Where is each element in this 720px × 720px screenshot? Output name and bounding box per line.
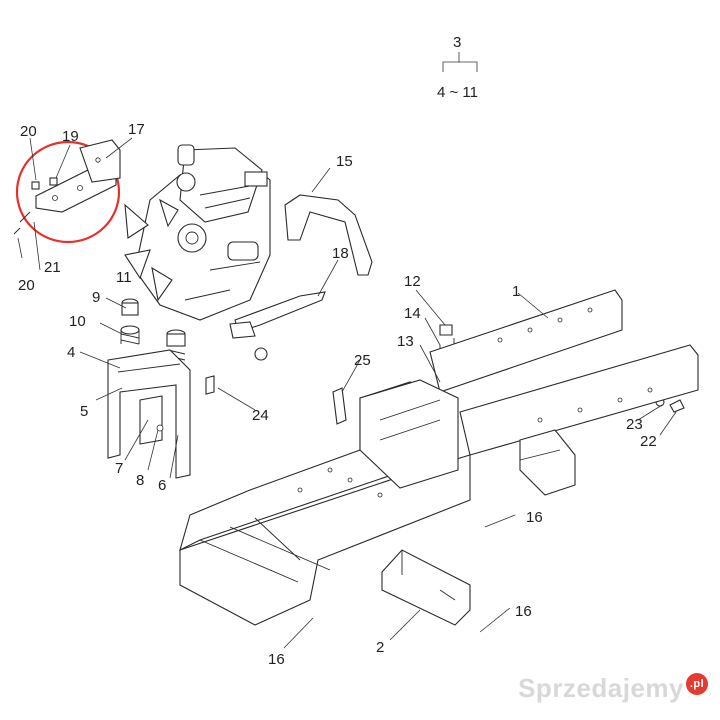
callout-7: 7 — [115, 460, 123, 477]
callout-10: 10 — [69, 313, 86, 330]
group-header-top: 3 — [453, 34, 461, 51]
cover-plate-2 — [381, 549, 471, 626]
watermark: Sprzedajemy.pl — [518, 673, 708, 704]
callout-8: 8 — [136, 472, 144, 489]
part-18 — [229, 291, 326, 339]
callout-16-right: 16 — [526, 509, 543, 526]
callout-11: 11 — [116, 269, 132, 286]
mount-parts — [120, 298, 268, 361]
callout-12: 12 — [404, 273, 421, 290]
callout-23: 23 — [626, 416, 643, 433]
callout-14: 14 — [404, 305, 421, 322]
watermark-text: Sprzedajemy — [518, 673, 684, 703]
callout-1: 1 — [512, 283, 520, 300]
chassis-frame — [179, 289, 699, 626]
callout-17: 17 — [128, 121, 145, 138]
callout-labels: 20 19 17 15 21 20 11 9 18 12 1 10 14 4 1… — [18, 121, 657, 668]
callout-24: 24 — [252, 407, 269, 424]
callout-15: 15 — [336, 153, 353, 170]
part-15 — [284, 194, 373, 276]
callout-13: 13 — [397, 333, 414, 350]
callout-20-top: 20 — [20, 123, 37, 140]
group-header-bottom: 4 ~ 11 — [437, 84, 478, 101]
mount-bracket — [107, 349, 191, 479]
callout-20-bottom: 20 — [18, 277, 35, 294]
callout-21: 21 — [44, 259, 61, 276]
callout-6: 6 — [158, 477, 166, 494]
group-header: 3 4 ~ 11 — [437, 34, 478, 101]
watermark-suffix: .pl — [686, 673, 708, 696]
callout-5: 5 — [80, 403, 88, 420]
callout-22: 22 — [640, 433, 657, 450]
callout-9: 9 — [92, 289, 100, 306]
engine-illustration — [124, 144, 271, 321]
callout-16-bottom: 16 — [268, 651, 285, 668]
callout-4: 4 — [67, 344, 75, 361]
callout-19: 19 — [62, 128, 79, 145]
callout-18: 18 — [332, 245, 349, 262]
bracket-17 — [13, 139, 121, 235]
small-brackets — [205, 375, 347, 425]
leader-lines — [17, 137, 677, 649]
highlight-circle — [15, 140, 121, 244]
callout-16-lower-right: 16 — [515, 603, 532, 620]
callout-2: 2 — [376, 639, 384, 656]
callout-25: 25 — [354, 352, 371, 369]
